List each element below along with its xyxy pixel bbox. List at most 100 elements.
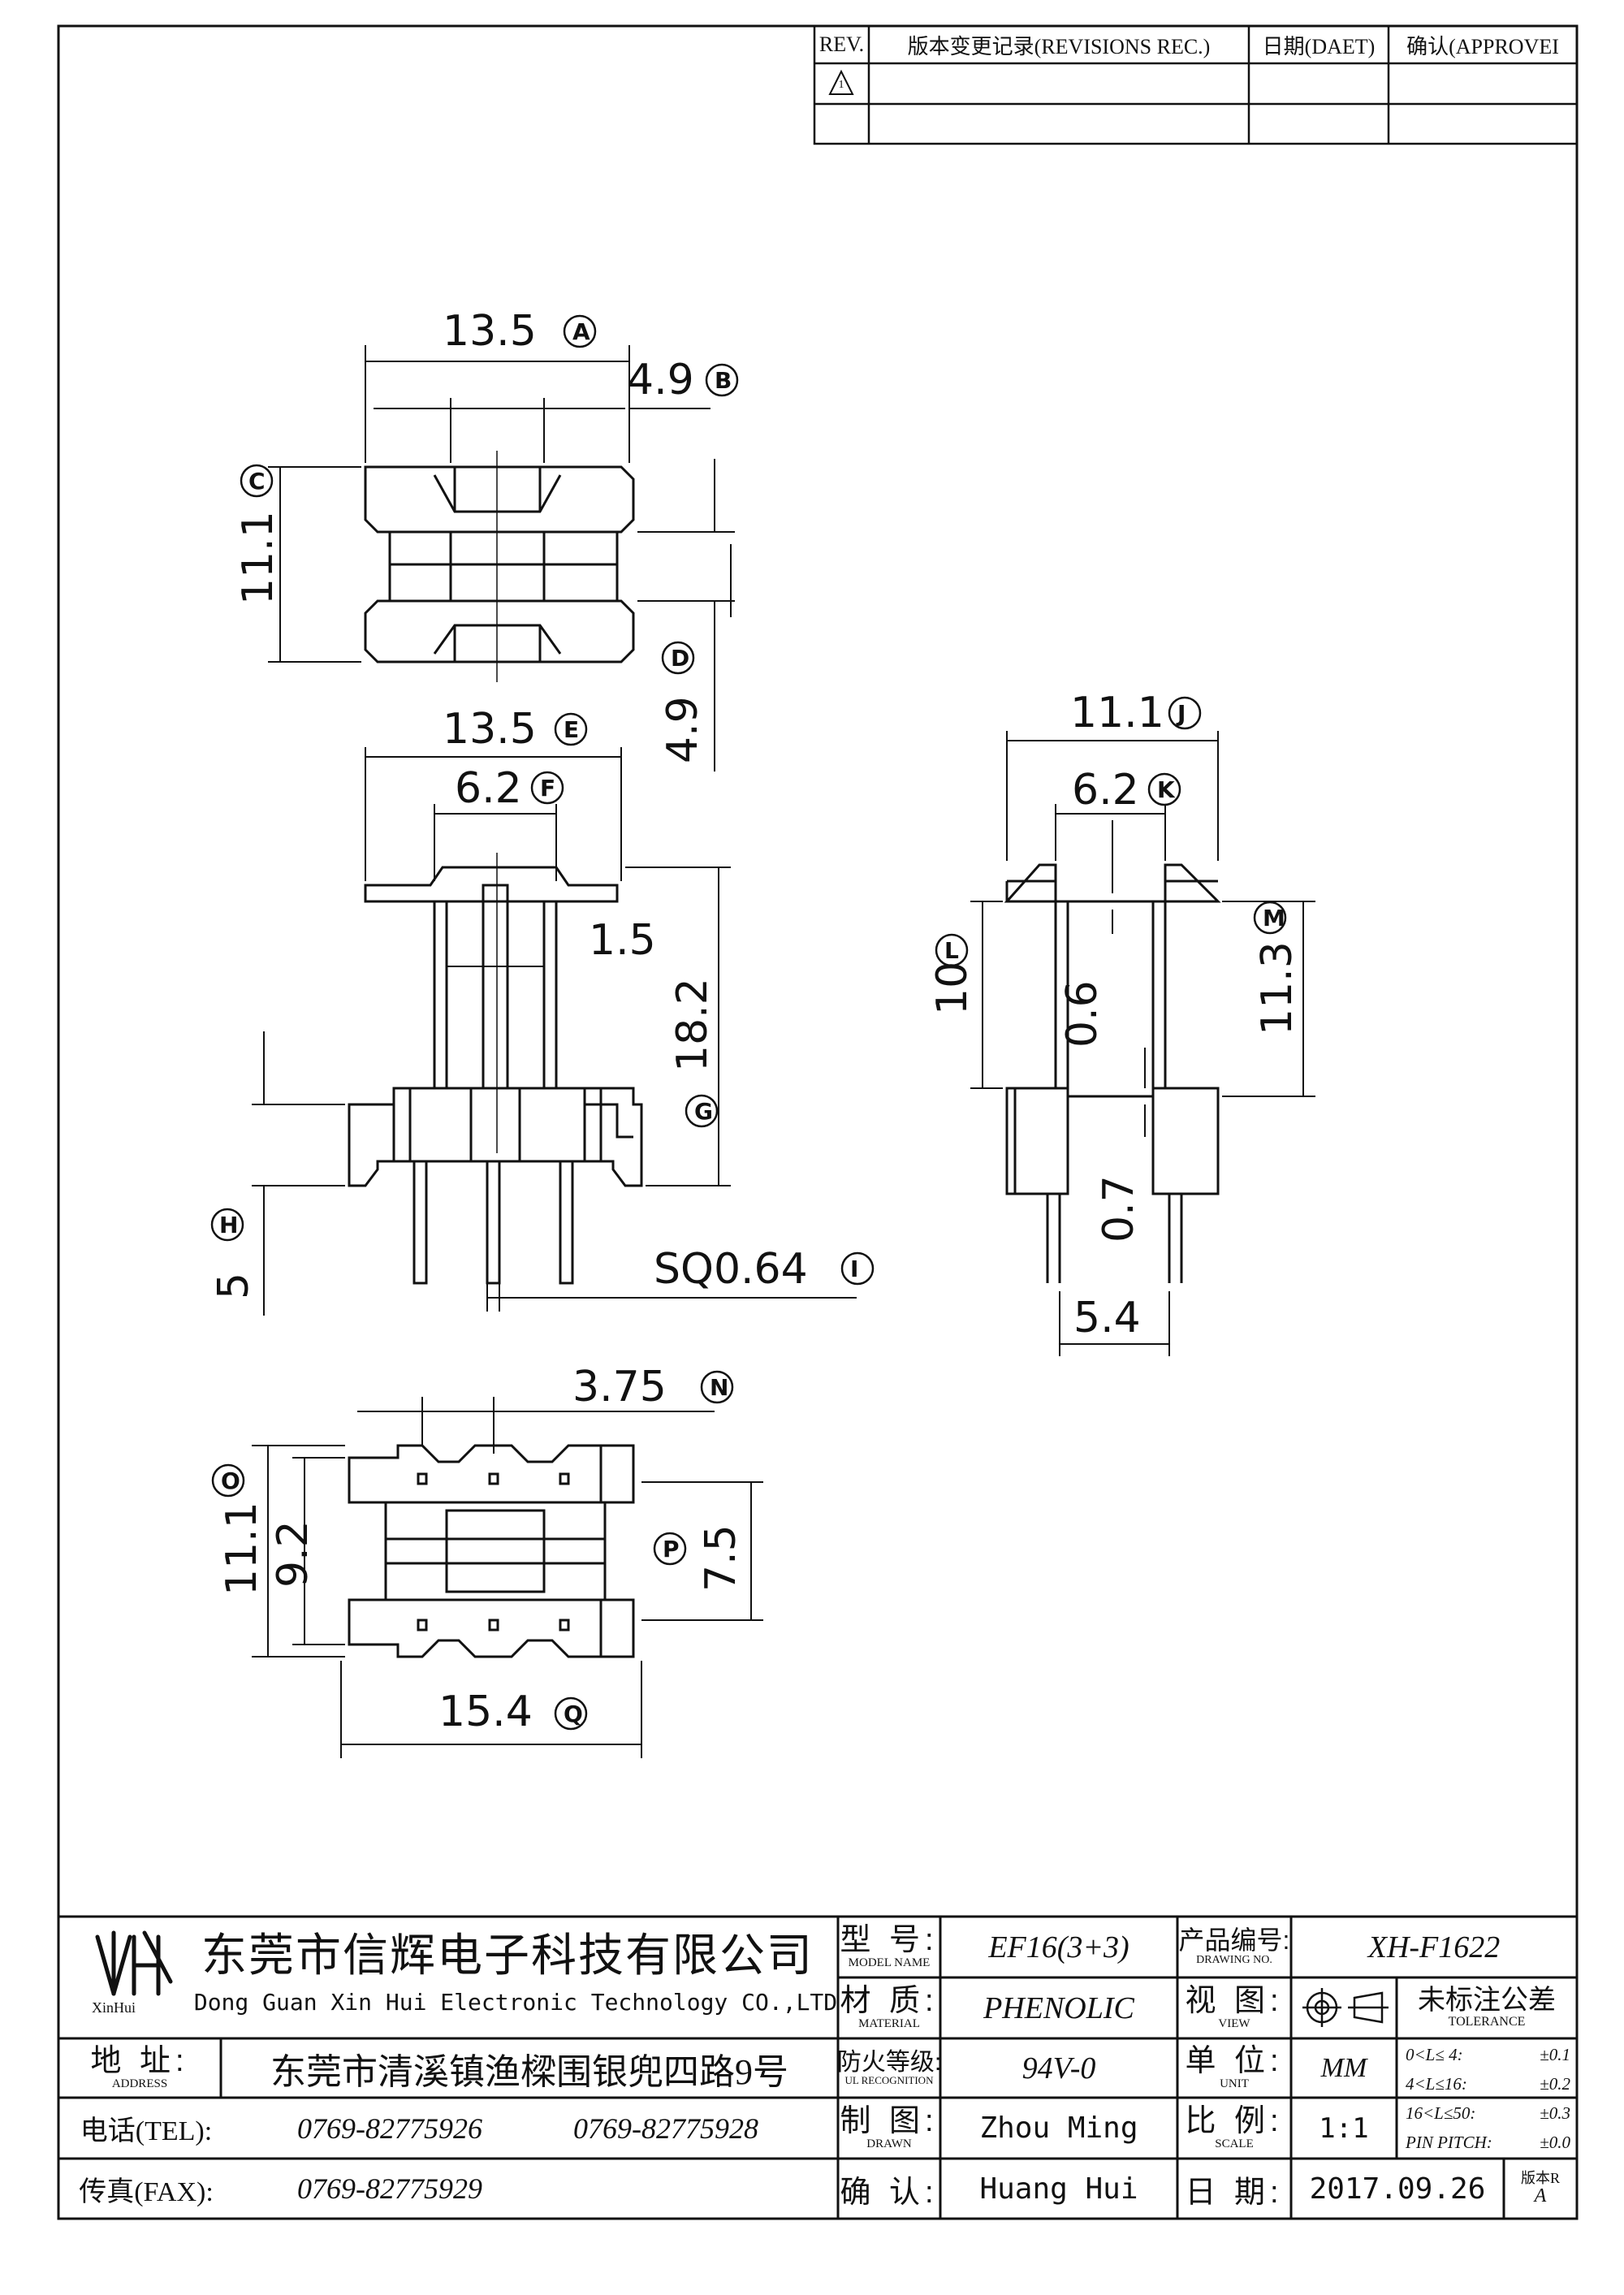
side-view-left-flange — [1004, 863, 1057, 903]
unit-value: MM — [1320, 2052, 1367, 2083]
top-view — [364, 451, 635, 682]
dim-front-inner-tag: F — [540, 775, 555, 802]
tolerance-label-en: TOLERANCE — [1448, 2014, 1526, 2029]
dim-top-width: 13.5 — [443, 307, 537, 356]
dim-front-pin-square-tag: I — [850, 1256, 858, 1282]
dim-top-width-tag: A — [572, 318, 590, 345]
dim-bottom-width: 15.4 — [438, 1688, 533, 1736]
tolerance-range: PIN PITCH: — [1406, 2132, 1492, 2152]
fire-value: 94V-0 — [1021, 2051, 1096, 2085]
version-label: 版本R — [1520, 2169, 1560, 2186]
unit-label: 单 位: UNIT — [1177, 2038, 1291, 2098]
dim-side-height: 11.3 — [1253, 941, 1302, 1035]
dim-side-width: 11.1 — [1070, 689, 1164, 737]
drawing-no-label-en: DRAWING NO. — [1196, 1953, 1272, 1966]
scale-label-en: SCALE — [1215, 2137, 1254, 2150]
rev-row1-mark: 1 — [838, 79, 844, 91]
rev-header-rev: REV. — [818, 32, 865, 56]
dim-front-width: 13.5 — [443, 705, 537, 754]
dim-bottom-slot: 7.5 — [697, 1524, 745, 1592]
dim-bottom-height-tag: O — [221, 1467, 240, 1494]
sheet-border — [57, 24, 1579, 2220]
rev-header-date: 日期(DAET) — [1262, 34, 1376, 58]
side-view-left-base — [1005, 1087, 1069, 1195]
front-view — [348, 853, 643, 1285]
xinhui-logo-icon — [95, 1930, 173, 1996]
side-view-right-base — [1151, 1087, 1220, 1195]
dim-side-gap: 0.6 — [1058, 980, 1107, 1048]
address-label-en: ADDRESS — [111, 2077, 168, 2090]
tolerance-value: ±0.3 — [1540, 2103, 1570, 2123]
side-view-right-flange — [1164, 863, 1221, 903]
dim-side-pitch: 5.4 — [1073, 1294, 1141, 1342]
dim-side-inner-tag: K — [1157, 776, 1176, 803]
front-view-base — [348, 1087, 643, 1187]
address-value: 东莞市清溪镇渔樑围银兜四路9号 — [270, 2051, 788, 2092]
fire-label: 防火等级: UL RECOGNITION — [838, 2038, 940, 2098]
date-value: 2017.09.26 — [1309, 2172, 1486, 2206]
dim-top-slot-tag: B — [715, 367, 732, 394]
version-value: A — [1534, 2185, 1547, 2206]
date-label: 日 期: — [1185, 2175, 1284, 2210]
side-view — [1004, 863, 1221, 1283]
model-label-en: MODEL NAME — [848, 1956, 931, 1969]
drawn-value: Zhou Ming — [979, 2111, 1138, 2145]
fax-label: 传真(FAX): — [79, 2176, 214, 2207]
drawn-label-en: DRAWN — [866, 2137, 912, 2150]
material-label: 材 质: MATERIAL — [838, 1977, 940, 2038]
tolerance-value: ±0.1 — [1540, 2044, 1570, 2064]
rev-header-approve: 确认(APPROVEI — [1406, 34, 1559, 58]
version-cell: 版本R A — [1504, 2159, 1577, 2219]
dim-bottom-pitch: 3.75 — [572, 1363, 667, 1411]
scale-value: 1:1 — [1319, 2111, 1369, 2145]
dimension-labels: 13.5 A 4.9 B 11.1 C 4.9 D 13.5 E 6.2 F 1… — [209, 307, 1302, 1736]
dim-front-pin-length-tag: H — [219, 1212, 238, 1238]
dim-top-slot: 4.9 — [627, 356, 694, 404]
dim-side-width-tag: J — [1176, 700, 1186, 727]
address-label-cn: 地 址: — [90, 2043, 189, 2078]
front-view-pin-2 — [486, 1160, 501, 1285]
dim-side-step: 0.7 — [1095, 1175, 1143, 1243]
company-name-cn: 东莞市信辉电子科技有限公司 — [201, 1930, 814, 1981]
model-label: 型 号: MODEL NAME — [838, 1917, 940, 1977]
bottom-view-body — [384, 1501, 607, 1601]
tolerance-range: 16<L≤50: — [1406, 2103, 1476, 2123]
dim-top-height: 11.1 — [234, 511, 283, 605]
address-label: 地 址: ADDRESS — [58, 2038, 221, 2098]
tolerance-range: 4<L≤16: — [1406, 2073, 1467, 2094]
top-view-body — [388, 530, 619, 603]
tolerance-row: 16<L≤50: ±0.3 — [1401, 2103, 1575, 2124]
rev-header-record: 版本变更记录(REVISIONS REC.) — [907, 34, 1211, 58]
drawn-label: 制 图: DRAWN — [838, 2098, 940, 2159]
drawn-label-cn: 制 图: — [840, 2103, 939, 2138]
fire-label-en: UL RECOGNITION — [844, 2074, 934, 2087]
projection-symbol-icon — [1302, 1988, 1389, 2027]
tolerance-row: 4<L≤16: ±0.2 — [1401, 2074, 1575, 2094]
tel-1: 0769-82775926 — [297, 2111, 482, 2145]
scale-label-cn: 比 例: — [1185, 2103, 1284, 2138]
dim-bottom-inner: 9.2 — [269, 1520, 317, 1588]
scale-label: 比 例: SCALE — [1177, 2098, 1291, 2159]
material-label-en: MATERIAL — [858, 2016, 920, 2030]
dim-front-height-tag: G — [694, 1098, 713, 1125]
dim-front-inner: 6.2 — [455, 764, 522, 813]
tolerance-row: PIN PITCH: ±0.0 — [1401, 2133, 1575, 2153]
bottom-view-upper-rail — [348, 1444, 635, 1504]
model-label-cn: 型 号: — [840, 1922, 939, 1957]
fax-value: 0769-82775929 — [297, 2172, 482, 2205]
dim-top-side: 4.9 — [659, 696, 707, 763]
tolerance-label-cn: 未标注公差 — [1418, 1986, 1556, 2016]
company-name-en: Dong Guan Xin Hui Electronic Technology … — [195, 1988, 836, 2016]
dim-bottom-width-tag: Q — [564, 1701, 583, 1727]
dim-side-flange-tag: L — [944, 937, 959, 964]
dim-side-flange: 10 — [928, 962, 977, 1015]
dim-front-width-tag: E — [564, 716, 579, 743]
dim-front-wall: 1.5 — [589, 916, 656, 965]
tolerance-label: 未标注公差 TOLERANCE — [1397, 1977, 1577, 2038]
view-label: 视 图: VIEW — [1177, 1977, 1291, 2038]
tel-label: 电话(TEL): — [80, 2116, 213, 2146]
bottom-view-dimensions — [252, 1397, 763, 1758]
tolerance-value: ±0.0 — [1540, 2132, 1570, 2152]
dim-bottom-height: 11.1 — [218, 1502, 266, 1596]
